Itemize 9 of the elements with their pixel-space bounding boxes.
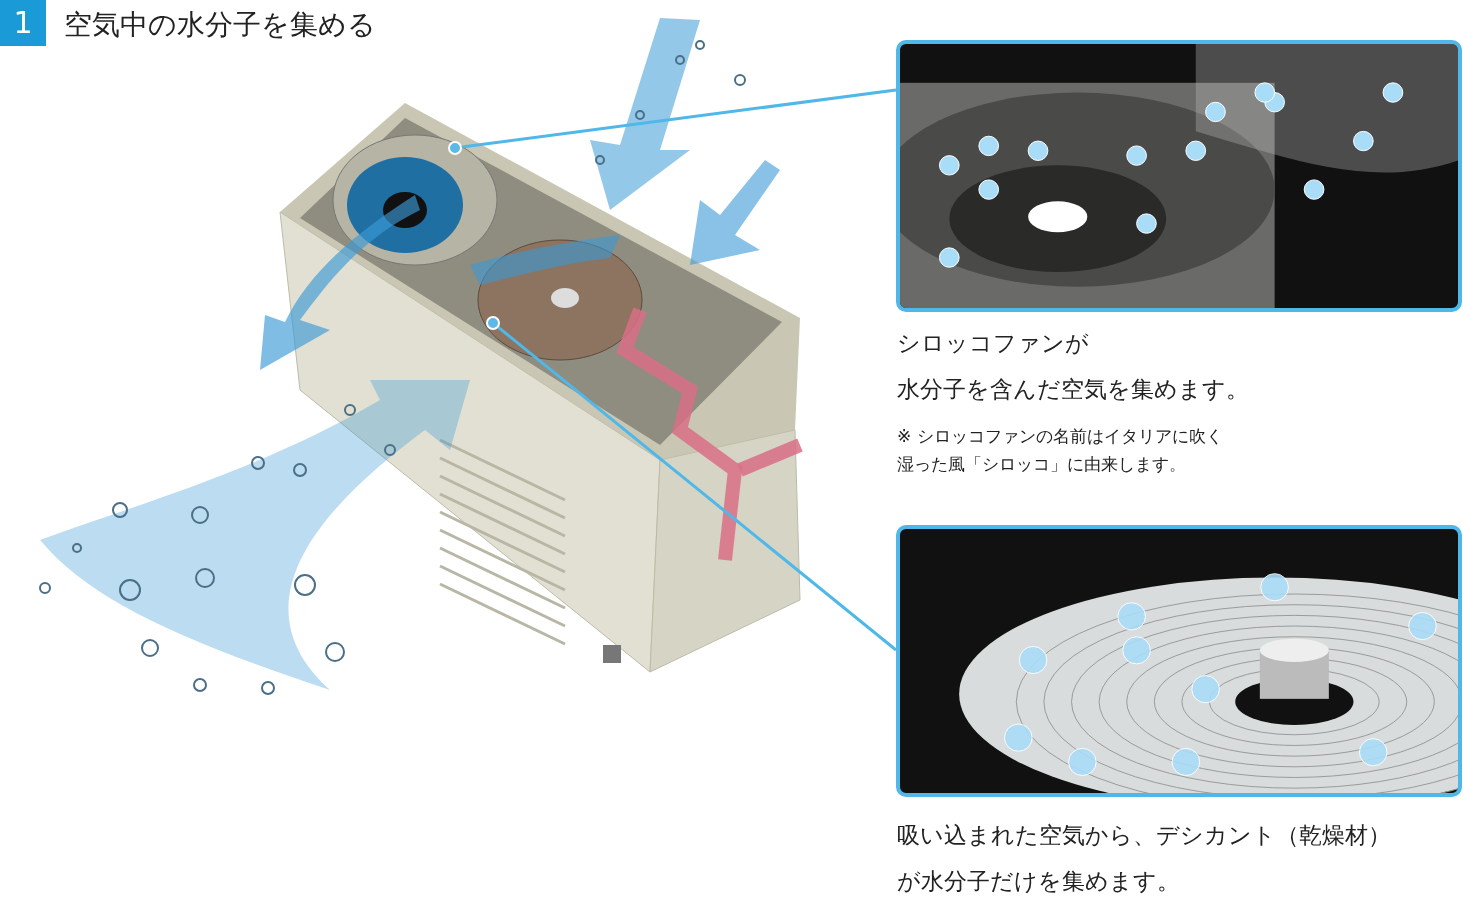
desiccant-close-up-photo (896, 525, 1462, 797)
fan-close-up-photo (896, 40, 1462, 312)
node-label: シロッコファンが (897, 329, 1090, 358)
footnote: ※ シロッコファンの名前はイタリアに吹く湿った風「シロッコ」に由来します。 (897, 425, 1224, 476)
title: 空気中の水分子を集める (64, 7, 376, 43)
node-label: 水分子を含んだ空気を集めます。 (897, 375, 1250, 404)
leader-line (497, 326, 897, 652)
node-label: 吸い込まれた空気から、デシカント（乾燥材）が水分子だけを集めます。 (897, 821, 1392, 896)
number-badge: 1 (0, 0, 46, 46)
